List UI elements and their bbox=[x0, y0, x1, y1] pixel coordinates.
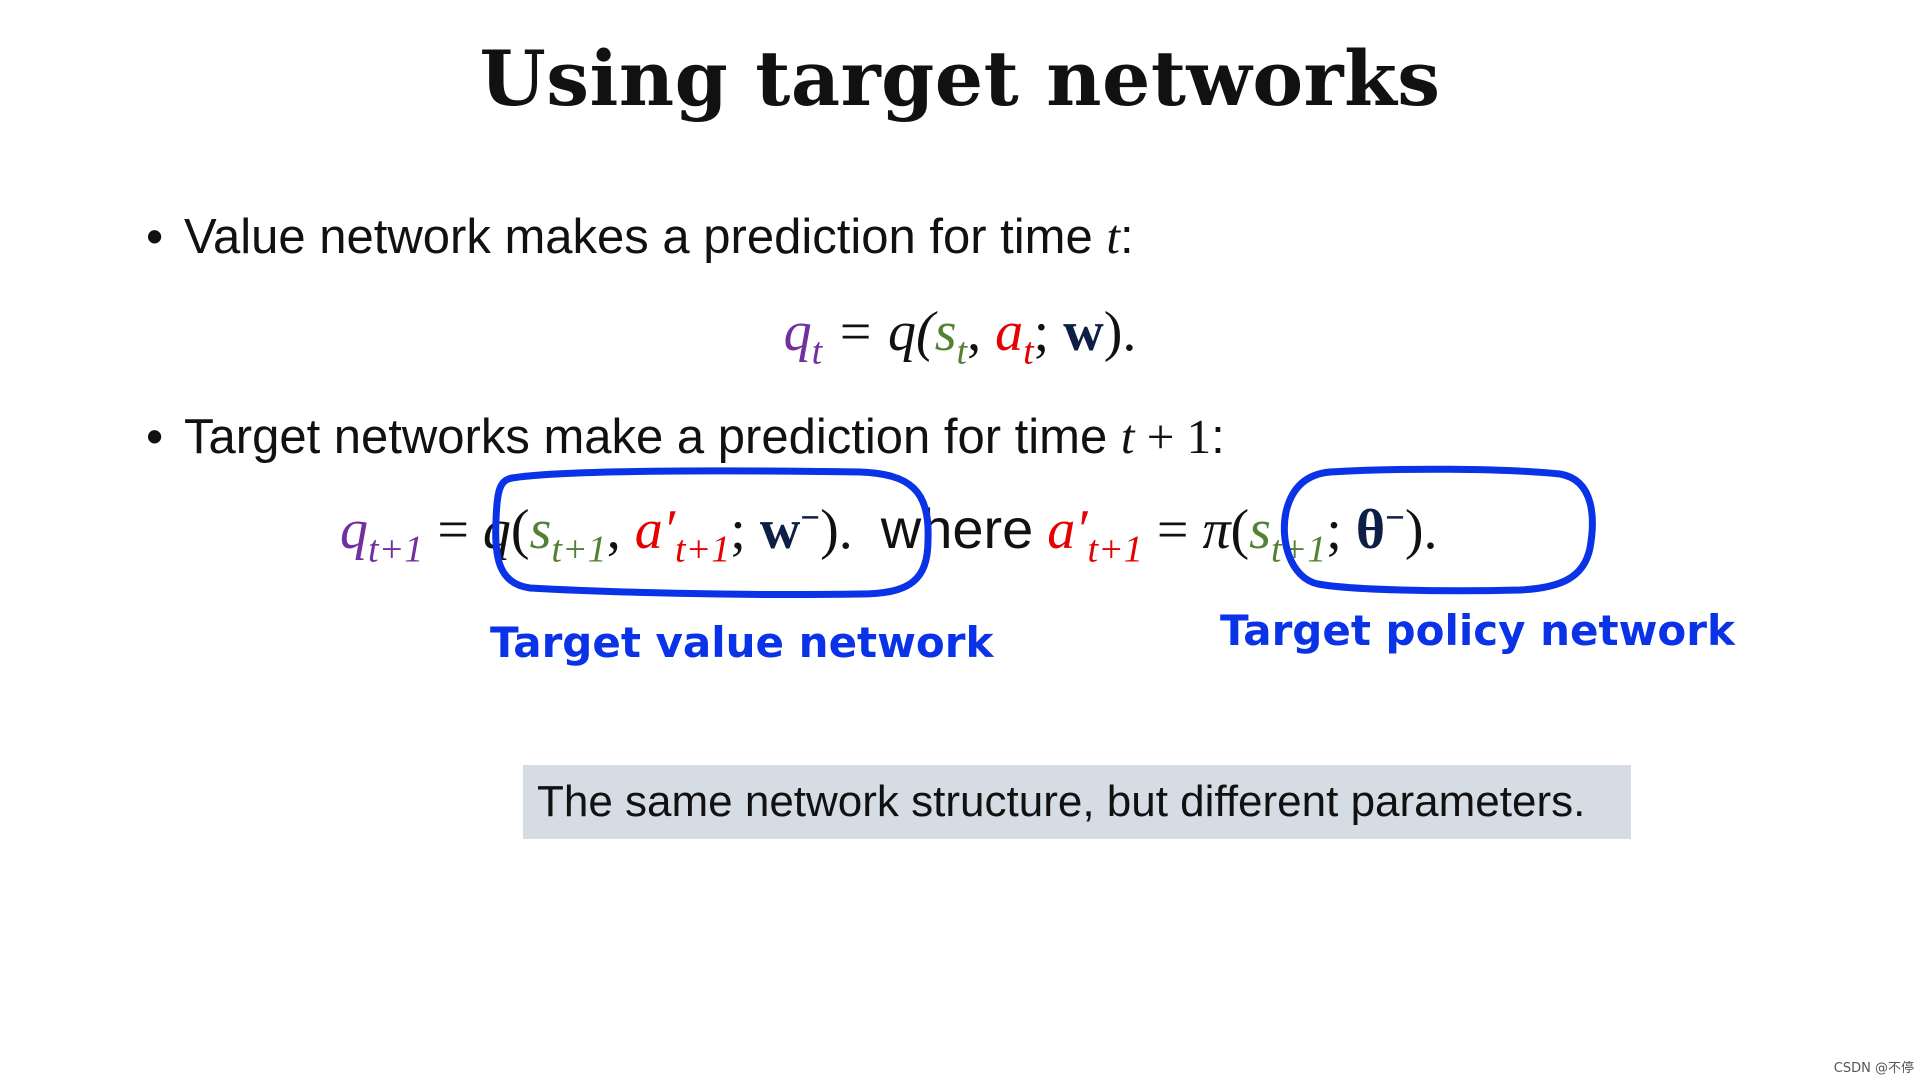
a-symbol: a bbox=[634, 499, 663, 561]
next-action-def: a′t+1 bbox=[1047, 499, 1143, 568]
bullet-dot: • bbox=[146, 210, 164, 264]
subscript: t+1 bbox=[368, 528, 424, 571]
subscript: t+1 bbox=[551, 528, 607, 571]
superscript: − bbox=[1385, 497, 1405, 537]
subscript: t+1 bbox=[1270, 528, 1327, 571]
next-state: st+1 bbox=[529, 499, 607, 568]
target-value-network-label: Target value network bbox=[490, 618, 994, 667]
prime: ′ bbox=[662, 499, 675, 561]
target-weights: w− bbox=[760, 499, 820, 561]
bullet-suffix: : bbox=[1119, 210, 1134, 264]
bullet-dot: • bbox=[146, 410, 164, 464]
semicolon: ; bbox=[730, 499, 760, 561]
next-state: st+1 bbox=[1249, 499, 1326, 568]
equation-value-prediction: qt = q(st, at; w). bbox=[0, 300, 1920, 370]
open-paren: ( bbox=[510, 499, 530, 561]
equals-q: = q( bbox=[822, 301, 935, 363]
s-symbol: s bbox=[934, 301, 957, 363]
subscript: t+1 bbox=[674, 528, 731, 571]
close-paren: ) bbox=[820, 499, 839, 561]
close-paren: ). bbox=[1404, 499, 1438, 561]
comma: , bbox=[967, 301, 996, 363]
slide-title: Using target networks bbox=[479, 34, 1441, 123]
w-symbol: w bbox=[759, 499, 801, 561]
superscript: − bbox=[800, 497, 821, 537]
bullet-suffix: : bbox=[1211, 410, 1225, 464]
plus-one: + 1 bbox=[1134, 409, 1212, 464]
next-action: a′t+1 bbox=[634, 499, 731, 568]
credit-watermark: CSDN @不停 bbox=[1833, 1061, 1914, 1076]
s-symbol: s bbox=[529, 499, 552, 561]
period: . bbox=[838, 499, 853, 561]
a-symbol: a bbox=[995, 301, 1024, 363]
comma: , bbox=[606, 499, 635, 561]
a-symbol: a bbox=[1047, 499, 1076, 561]
target-policy-network-label: Target policy network bbox=[1220, 606, 1735, 655]
equation-target-prediction: qt+1 = q(st+1, a′t+1; w−). where a′t+1 =… bbox=[340, 496, 1438, 568]
q-function: q bbox=[482, 499, 511, 561]
time-variable: t bbox=[1106, 209, 1120, 264]
subscript: t bbox=[956, 330, 968, 373]
equals: = bbox=[1142, 499, 1203, 561]
prime: ′ bbox=[1075, 499, 1088, 561]
s-symbol: s bbox=[1249, 499, 1271, 561]
q-symbol: q bbox=[340, 499, 368, 561]
semicolon: ; bbox=[1033, 301, 1064, 363]
state: st bbox=[934, 301, 967, 370]
bullet-value-network: • Value network makes a prediction for ti… bbox=[146, 208, 1134, 265]
theta-symbol: θ bbox=[1355, 499, 1386, 561]
equals: = bbox=[423, 499, 483, 561]
subscript: t bbox=[1023, 330, 1034, 373]
where-word: where bbox=[880, 497, 1034, 560]
bullet-text: Target networks make a prediction for ti… bbox=[184, 410, 1121, 464]
semicolon: ; bbox=[1326, 499, 1356, 561]
bullet-text: Value network makes a prediction for tim… bbox=[184, 210, 1107, 264]
open-paren: ( bbox=[1230, 499, 1250, 561]
close-paren: ). bbox=[1103, 301, 1137, 363]
time-variable: t bbox=[1120, 409, 1135, 464]
bullet-target-networks: • Target networks make a prediction for t… bbox=[146, 408, 1225, 465]
target-policy-params: θ− bbox=[1356, 499, 1405, 561]
note-box: The same network structure, but differen… bbox=[523, 765, 1631, 839]
q-t: qt bbox=[783, 301, 823, 370]
q-symbol: q bbox=[783, 301, 812, 363]
weights: w bbox=[1063, 301, 1104, 363]
action: at bbox=[995, 301, 1034, 370]
subscript: t+1 bbox=[1087, 528, 1143, 571]
subscript: t bbox=[811, 330, 823, 373]
pi-symbol: π bbox=[1202, 499, 1231, 561]
q-t-plus-1: qt+1 bbox=[340, 499, 423, 568]
